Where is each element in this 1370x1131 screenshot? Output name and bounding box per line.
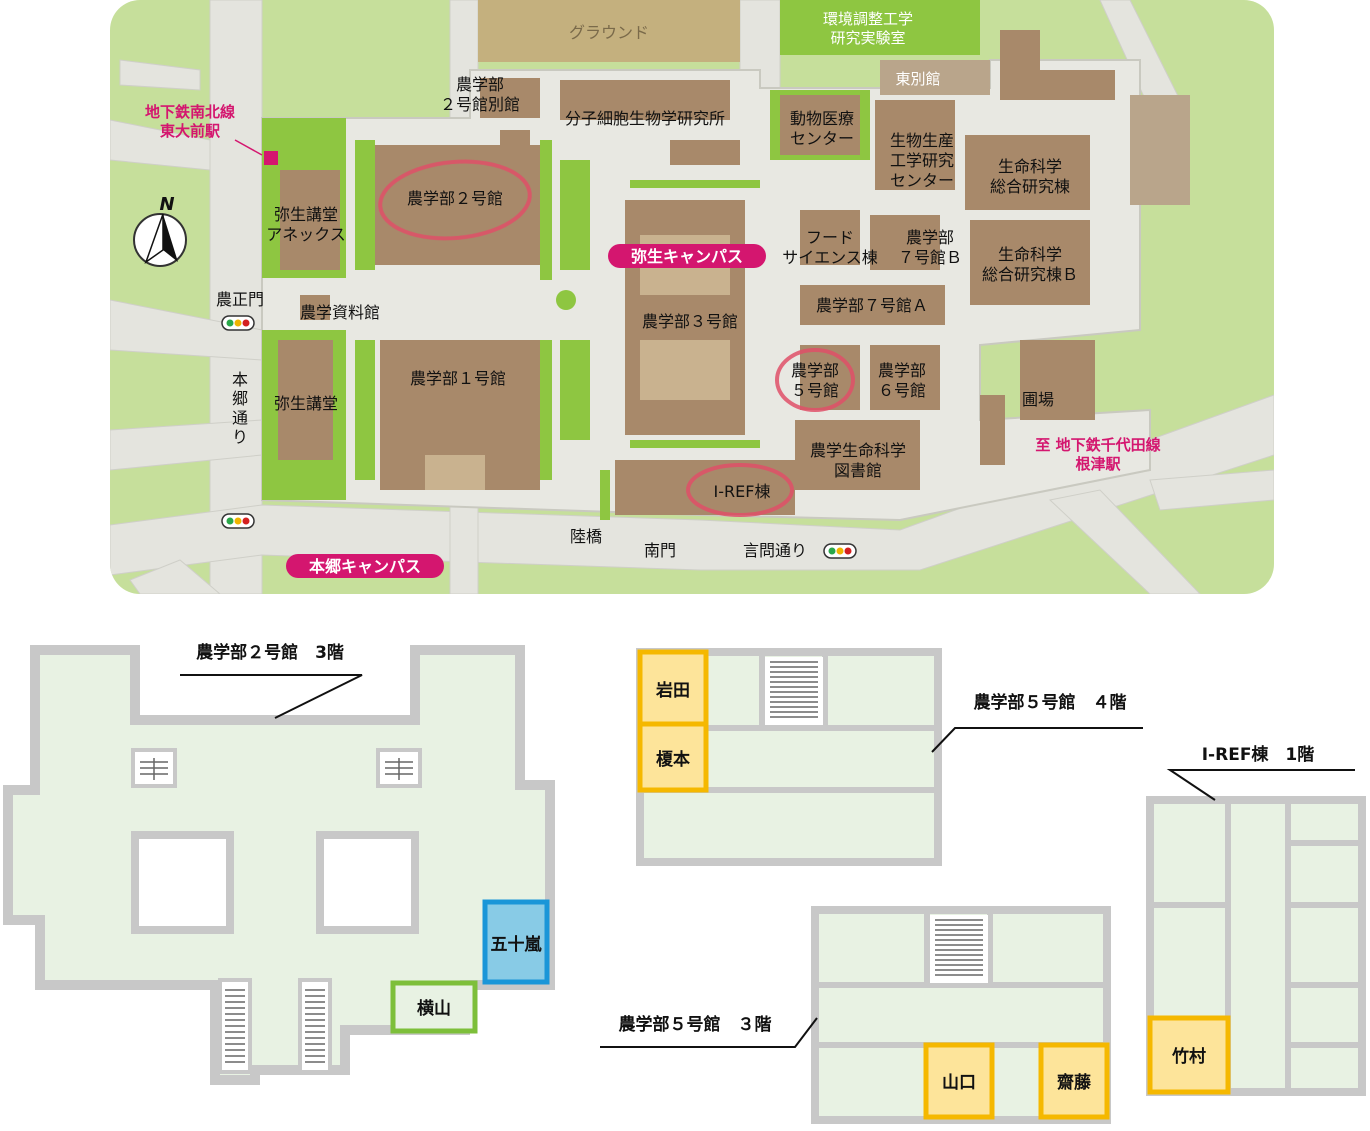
- hongo-campus-badge: [286, 554, 444, 578]
- room-saito[interactable]: [1038, 1042, 1110, 1120]
- bldg-2: [375, 145, 540, 265]
- label-toshokan: 農学生命科学図書館: [810, 441, 906, 480]
- label-kototoi: 言問通り: [743, 541, 807, 560]
- room-yokoyama-label: 横山: [417, 998, 451, 1019]
- label-food: フードサイエンス棟: [782, 228, 878, 267]
- label-hongo-campus: 本郷キャンパス: [309, 557, 421, 576]
- label-nanmon: 南門: [644, 541, 676, 560]
- label-seibutsu-seisan: 生物生産工学研究センター: [890, 131, 954, 190]
- room-igarashi-label: 五十嵐: [491, 934, 543, 955]
- room-yamaguchi-label: 山口: [942, 1073, 976, 1093]
- label-hojo: 圃場: [1022, 390, 1054, 409]
- label-shiryokan: 農学資料館: [300, 303, 380, 322]
- bldg-ne: [1000, 30, 1115, 100]
- floorplan-bldg5-4f: 岩田 榎本 農学部５号館 ４階: [636, 648, 1143, 866]
- map-labels: 環境調整工学研究実験室 東別館 農学部２号館別館 分子細胞生物学研究所 動物医療…: [145, 10, 1161, 576]
- label-subway-nanboku: 地下鉄南北線東大前駅: [145, 103, 235, 140]
- label-doubutsu: 動物医療センター: [790, 109, 854, 148]
- bldg-6: [870, 345, 940, 410]
- title-iref-1f: I-REF棟 1階: [1202, 744, 1315, 765]
- label-yayoi-annex: 弥生講堂アネックス: [266, 205, 346, 244]
- title-bldg5-4f: 農学部５号館 ４階: [974, 692, 1127, 713]
- label-nougakubu1: 農学部１号館: [410, 369, 506, 388]
- room-yamaguchi[interactable]: [923, 1042, 995, 1120]
- label-yayoi-campus: 弥生キャンパス: [631, 247, 743, 266]
- label-north: N: [159, 194, 174, 215]
- north-compass-icon: N: [133, 194, 187, 267]
- bldg-7a: [800, 285, 945, 325]
- label-yayoi-kodo: 弥生講堂: [274, 394, 338, 413]
- bldg-food: [800, 210, 860, 265]
- label-ground: グラウンド: [569, 23, 649, 42]
- campus-map[interactable]: グラウンド: [110, 0, 1274, 594]
- bldg-yayoi-kodo: [278, 340, 333, 460]
- bldg-hojo: [1020, 340, 1095, 420]
- room-enomoto[interactable]: [637, 721, 709, 793]
- label-nougakubu3: 農学部３号館: [642, 312, 738, 331]
- ground-field: [478, 0, 740, 62]
- floorplan-bldg2-3f: 農学部２号館 3階 五十嵐 横山: [3, 642, 555, 1085]
- title-bldg2-3f: 農学部２号館 3階: [196, 642, 344, 663]
- bldg-2bekkan: [480, 78, 540, 118]
- room-takemura[interactable]: [1147, 1015, 1231, 1095]
- highlight-rings: [378, 159, 855, 517]
- label-7a: 農学部７号館Ａ: [816, 296, 928, 315]
- traffic-lights: [221, 315, 857, 559]
- room-yokoyama[interactable]: [390, 980, 478, 1034]
- label-noseimon: 農正門: [216, 290, 264, 309]
- bldg-toshokan: [795, 420, 920, 490]
- label-iref: I-REF棟: [714, 482, 771, 501]
- label-7b: 農学部７号館Ｂ: [898, 228, 962, 267]
- label-rikkyo: 陸橋: [570, 527, 602, 546]
- bldg-seimei1: [965, 135, 1090, 210]
- room-igarashi[interactable]: [482, 899, 550, 985]
- lawns: [262, 90, 870, 520]
- bldg-bunshi: [560, 80, 730, 120]
- label-bunshi: 分子細胞生物学研究所: [565, 109, 725, 128]
- label-seimei1: 生命科学総合研究棟: [990, 157, 1070, 196]
- label-nougakubu6: 農学部６号館: [878, 361, 926, 400]
- bldg-7b: [870, 215, 940, 270]
- bldg-shiryokan: [300, 295, 330, 320]
- floorplan-bldg5-3f: 山口 齋藤 農学部５号館 ３階: [600, 906, 1111, 1124]
- label-kankyo: 環境調整工学研究実験室: [823, 10, 913, 47]
- label-nougakubu5: 農学部５号館: [791, 361, 839, 400]
- yayoi-campus-badge: [608, 244, 766, 268]
- label-seimei2: 生命科学総合研究棟Ｂ: [982, 245, 1078, 284]
- room-iwata[interactable]: [637, 649, 709, 727]
- bldg-higashi: [880, 60, 990, 95]
- subway-marker: [264, 151, 278, 165]
- room-takemura-label: 竹村: [1171, 1046, 1206, 1067]
- floorplan-iref-1f: 竹村 I-REF棟 1階: [1146, 744, 1366, 1096]
- label-hongo-dori: 本郷通り: [232, 370, 248, 447]
- room-enomoto-label: 榎本: [656, 749, 690, 770]
- svg-text:本郷通り: 本郷通り: [232, 370, 248, 447]
- bldg-doubutsu: [780, 95, 860, 155]
- label-2gokan-bekkan: 農学部２号館別館: [440, 75, 520, 114]
- bldg-seimei2: [970, 220, 1090, 305]
- title-bldg5-3f: 農学部５号館 ３階: [619, 1014, 772, 1035]
- label-nougakubu2: 農学部２号館: [407, 189, 503, 208]
- label-chiyoda: 至 地下鉄千代田線根津駅: [1035, 436, 1160, 473]
- room-saito-label: 齋藤: [1056, 1072, 1092, 1093]
- room-iwata-label: 岩田: [655, 680, 690, 701]
- bldg-seibutsu: [875, 100, 955, 190]
- bldg-annex: [280, 170, 340, 270]
- bldg-5: [800, 345, 860, 410]
- label-higashi-bekkan: 東別館: [895, 70, 940, 88]
